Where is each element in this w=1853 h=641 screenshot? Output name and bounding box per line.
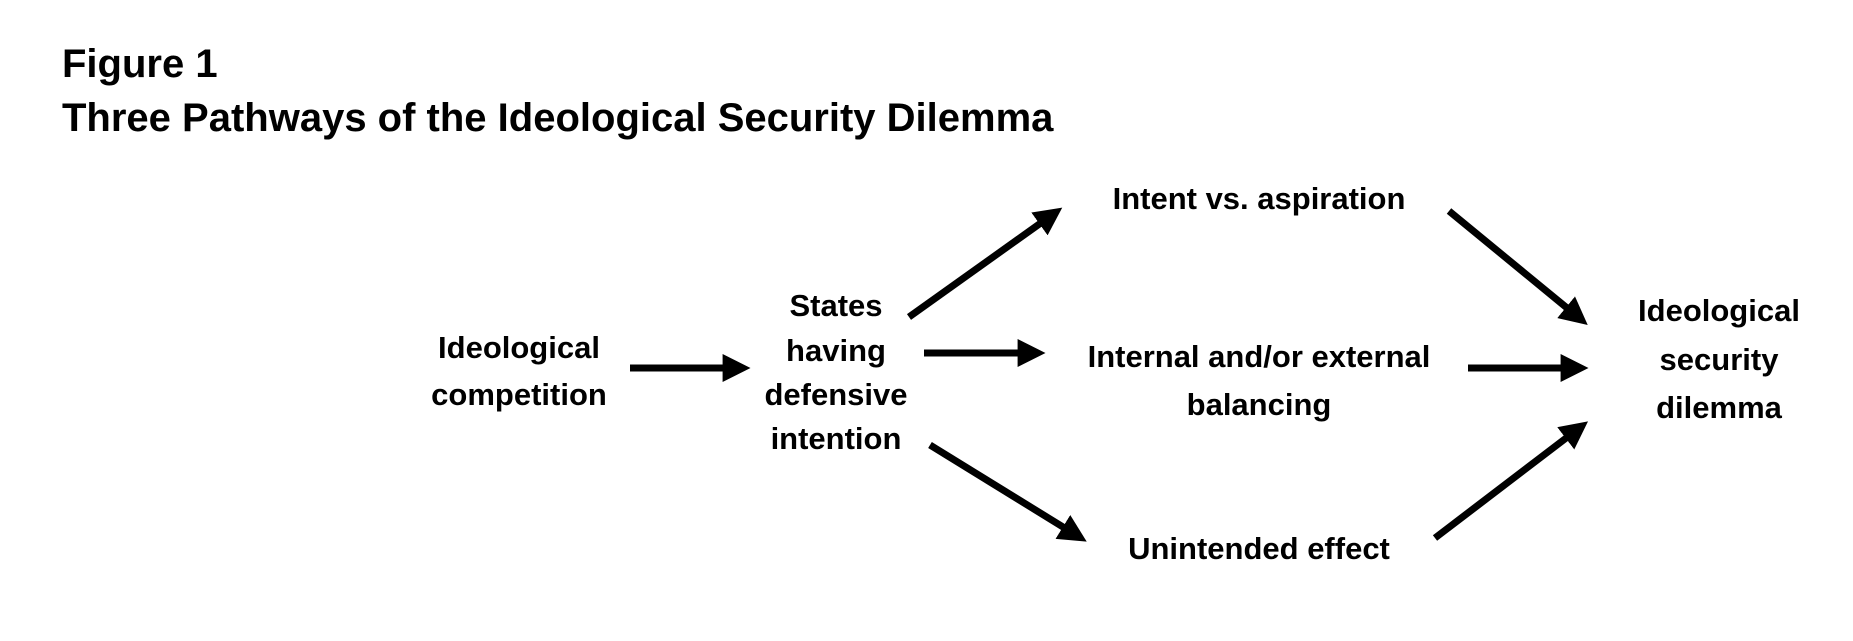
figure-title: Three Pathways of the Ideological Securi… xyxy=(62,96,1054,140)
node-line: competition xyxy=(431,377,607,412)
arrows xyxy=(630,207,1589,542)
node-intent-vs-aspiration: Intent vs. aspiration xyxy=(1113,181,1406,216)
figure-label: Figure 1 xyxy=(62,42,218,86)
arrow-states-to-intent xyxy=(906,207,1063,320)
node-balancing: Internal and/or external balancing xyxy=(1088,339,1431,422)
node-line: Ideological xyxy=(438,330,600,365)
node-line: balancing xyxy=(1187,387,1332,422)
arrow-states-to-unintended xyxy=(928,442,1087,542)
node-ideological-security-dilemma: Ideological security dilemma xyxy=(1638,293,1800,425)
node-line: defensive xyxy=(764,377,907,412)
node-states-defensive-intention: States having defensive intention xyxy=(764,288,907,456)
node-unintended-effect: Unintended effect xyxy=(1128,531,1390,566)
node-line: Unintended effect xyxy=(1128,531,1390,566)
node-line: Internal and/or external xyxy=(1088,339,1431,374)
node-line: States xyxy=(789,288,882,323)
node-line: Intent vs. aspiration xyxy=(1113,181,1406,216)
node-line: dilemma xyxy=(1656,390,1783,425)
node-ideological-competition: Ideological competition xyxy=(431,330,607,412)
arrow-unintended-to-dilemma xyxy=(1432,421,1589,541)
node-line: intention xyxy=(771,421,902,456)
node-line: Ideological xyxy=(1638,293,1800,328)
node-line: having xyxy=(786,333,886,368)
arrow-intent-to-dilemma xyxy=(1446,208,1588,325)
node-line: security xyxy=(1660,342,1780,377)
